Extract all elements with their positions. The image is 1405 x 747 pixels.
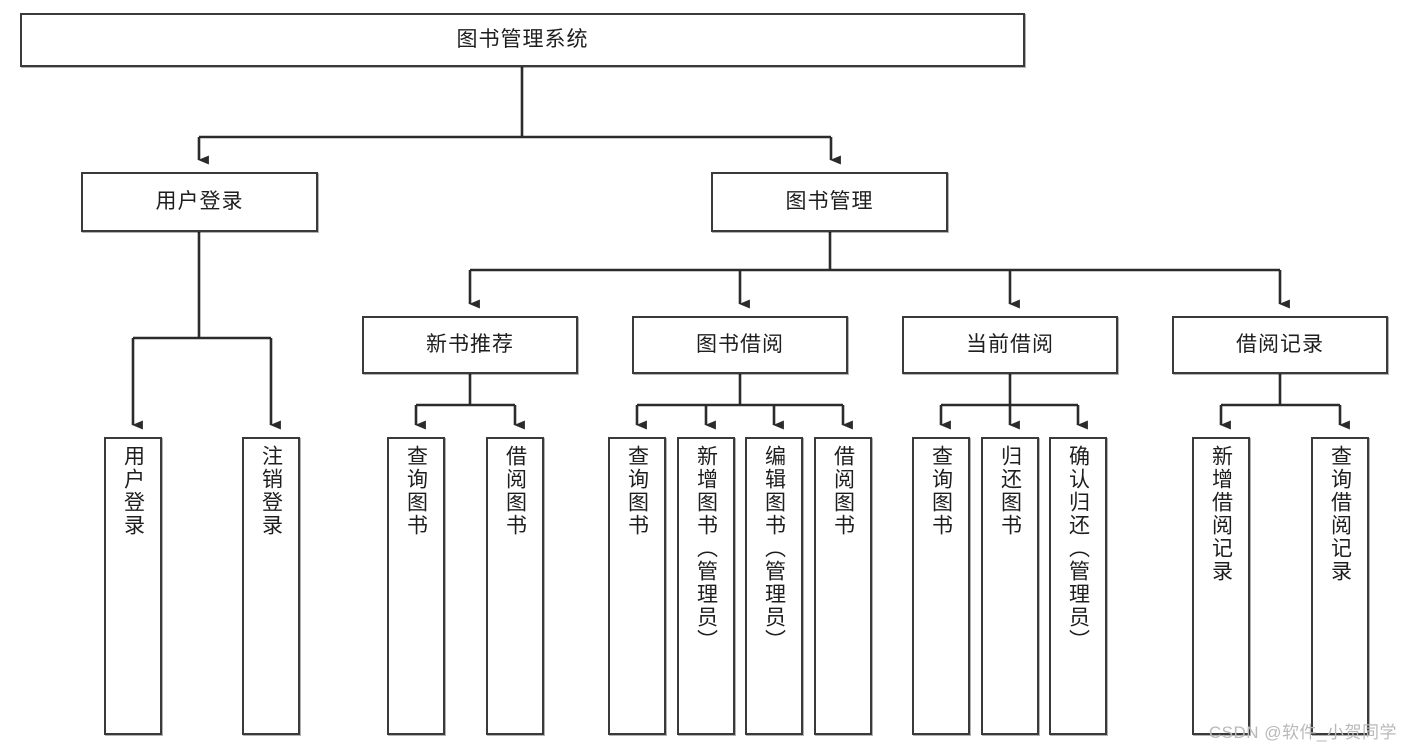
leaf-edit-book-label: 编辑图书（管理员） xyxy=(762,445,786,652)
node-new-book-recommend[interactable]: 新书推荐 xyxy=(362,316,578,374)
leaf-add-record-label: 新增借阅记录 xyxy=(1209,445,1233,583)
leaf-borrow-book-2-label: 借阅图书 xyxy=(831,445,855,537)
leaf-query-book-3[interactable]: 查询图书 xyxy=(912,437,970,735)
leaf-query-record[interactable]: 查询借阅记录 xyxy=(1311,437,1369,735)
node-user-login[interactable]: 用户登录 xyxy=(81,172,318,232)
node-root-label: 图书管理系统 xyxy=(456,27,589,51)
node-borrow-record-label: 借阅记录 xyxy=(1236,332,1324,356)
leaf-confirm-return[interactable]: 确认归还（管理员） xyxy=(1049,437,1107,735)
node-book-borrow-label: 图书借阅 xyxy=(696,332,784,356)
leaf-borrow-book-1-label: 借阅图书 xyxy=(503,445,527,537)
node-borrow-record[interactable]: 借阅记录 xyxy=(1172,316,1388,374)
leaf-logout-login[interactable]: 注销登录 xyxy=(242,437,300,735)
leaf-query-book-1-label: 查询图书 xyxy=(404,445,428,537)
leaf-borrow-book-1[interactable]: 借阅图书 xyxy=(486,437,544,735)
node-current-borrow[interactable]: 当前借阅 xyxy=(902,316,1118,374)
leaf-user-login-label: 用户登录 xyxy=(121,445,145,537)
leaf-query-record-label: 查询借阅记录 xyxy=(1328,445,1352,583)
leaf-return-book-label: 归还图书 xyxy=(998,445,1022,537)
leaf-borrow-book-2[interactable]: 借阅图书 xyxy=(814,437,872,735)
watermark: CSDN @软件_小贺同学 xyxy=(1208,723,1397,742)
leaf-add-book-label: 新增图书（管理员） xyxy=(694,445,718,652)
node-book-manage-label: 图书管理 xyxy=(785,189,874,213)
leaf-confirm-return-label: 确认归还（管理员） xyxy=(1066,445,1090,652)
leaf-logout-login-label: 注销登录 xyxy=(259,445,283,537)
node-book-manage[interactable]: 图书管理 xyxy=(711,172,948,232)
leaf-query-book-2[interactable]: 查询图书 xyxy=(608,437,666,735)
node-book-borrow[interactable]: 图书借阅 xyxy=(632,316,848,374)
leaf-query-book-3-label: 查询图书 xyxy=(929,445,953,537)
node-new-book-recommend-label: 新书推荐 xyxy=(426,332,514,356)
leaf-add-record[interactable]: 新增借阅记录 xyxy=(1192,437,1250,735)
node-user-login-label: 用户登录 xyxy=(155,189,244,213)
leaf-query-book-1[interactable]: 查询图书 xyxy=(387,437,445,735)
node-root[interactable]: 图书管理系统 xyxy=(20,13,1025,67)
leaf-user-login[interactable]: 用户登录 xyxy=(104,437,162,735)
leaf-add-book[interactable]: 新增图书（管理员） xyxy=(677,437,735,735)
leaf-return-book[interactable]: 归还图书 xyxy=(981,437,1039,735)
node-current-borrow-label: 当前借阅 xyxy=(966,332,1054,356)
leaf-query-book-2-label: 查询图书 xyxy=(625,445,649,537)
leaf-edit-book[interactable]: 编辑图书（管理员） xyxy=(745,437,803,735)
